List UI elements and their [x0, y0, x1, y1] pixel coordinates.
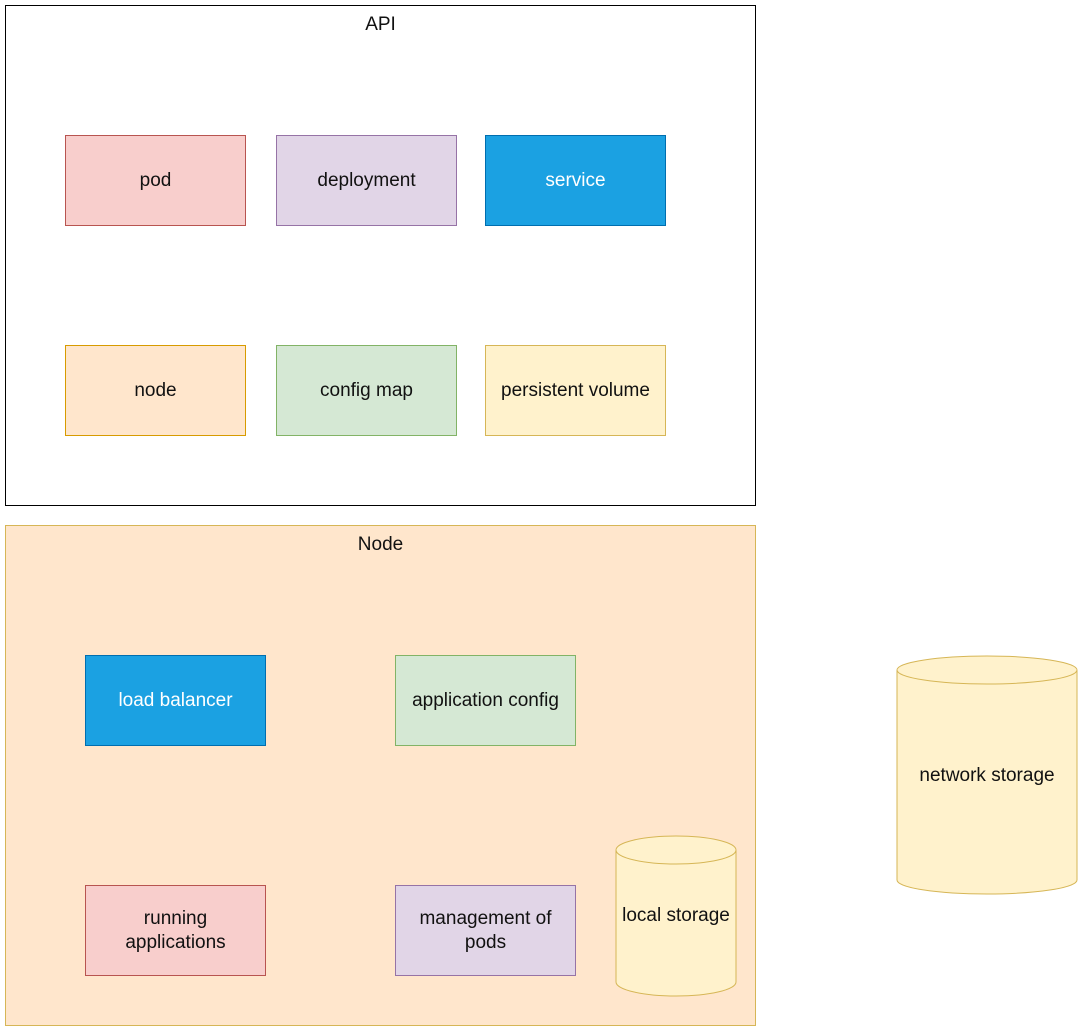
api-title: API — [365, 14, 396, 35]
load-balancer-box[interactable]: load balancer — [85, 655, 266, 746]
node-title: Node — [357, 534, 404, 555]
local-storage-label: local storage — [622, 905, 730, 926]
service-box[interactable]: service — [485, 135, 666, 226]
network-storage-cylinder[interactable]: network storage — [896, 655, 1078, 897]
config-map-box[interactable]: config map — [276, 345, 457, 436]
local-storage-cylinder[interactable]: local storage — [615, 835, 737, 997]
pod-box[interactable]: pod — [65, 135, 246, 226]
cylinder-shape — [896, 655, 1078, 895]
running-applications-box[interactable]: running applications — [85, 885, 266, 976]
application-config-box[interactable]: application config — [395, 655, 576, 746]
cylinder-shape — [615, 835, 737, 997]
management-of-pods-box[interactable]: management of pods — [395, 885, 576, 976]
persistent-volume-box[interactable]: persistent volume — [485, 345, 666, 436]
deployment-box[interactable]: deployment — [276, 135, 457, 226]
node-api-box[interactable]: node — [65, 345, 246, 436]
network-storage-label: network storage — [919, 765, 1055, 786]
